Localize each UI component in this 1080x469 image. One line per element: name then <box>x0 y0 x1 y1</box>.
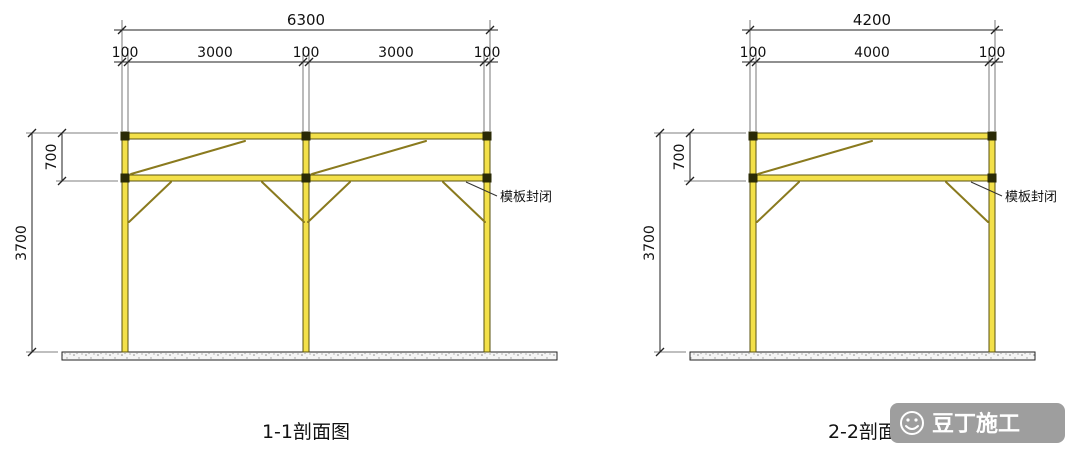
section2-joints <box>748 131 997 183</box>
dim-sub: 3000 <box>197 45 233 61</box>
section-1-1: 6300 100 3000 100 3000 100 3700 <box>14 11 558 443</box>
knee-brace <box>945 181 989 223</box>
ground-slab <box>689 351 1036 361</box>
knee-brace <box>307 181 351 223</box>
watermark-background <box>890 403 1065 443</box>
dim-sub: 100 <box>979 45 1006 61</box>
dim-sub: 100 <box>112 45 139 61</box>
section2-callout: 模板封闭 <box>970 181 1057 205</box>
dim-sub: 100 <box>740 45 767 61</box>
section-2-2: 4200 100 4000 100 3700 700 <box>642 11 1057 443</box>
section2-vertical-dimensions: 3700 700 <box>642 128 746 357</box>
second-beam <box>749 174 996 182</box>
section2-braces <box>756 140 989 223</box>
post <box>749 132 757 353</box>
section1-extension-lines <box>121 20 491 131</box>
callout-label: 模板封闭 <box>1005 190 1057 205</box>
post <box>483 132 491 353</box>
knee-brace <box>128 181 172 223</box>
watermark-text: 豆丁施工 <box>932 411 1020 437</box>
section1-callout: 模板封闭 <box>465 181 552 205</box>
section1-total-dimension: 6300 <box>114 11 498 35</box>
dim-height-right: 3700 <box>642 225 658 261</box>
band-diagonal-brace <box>311 140 427 175</box>
callout-label: 模板封闭 <box>500 190 552 205</box>
dim-sub: 3000 <box>378 45 414 61</box>
knee-brace <box>442 181 486 223</box>
post <box>988 132 996 353</box>
post <box>302 132 310 353</box>
dim-total-right: 4200 <box>853 11 891 29</box>
section1-posts <box>121 132 491 353</box>
dim-band-left: 700 <box>44 144 60 171</box>
dim-total-left: 6300 <box>287 11 325 29</box>
knee-brace <box>261 181 305 223</box>
section1-braces <box>128 140 486 223</box>
ground-slab <box>61 351 558 361</box>
band-diagonal-brace <box>757 140 873 175</box>
doudin-logo-icon <box>900 411 924 435</box>
knee-brace <box>756 181 800 223</box>
dim-band-right: 700 <box>672 144 688 171</box>
watermark: 豆丁施工 <box>890 403 1065 443</box>
section2-extension-lines <box>749 20 996 131</box>
section1-joints <box>120 131 492 183</box>
dim-sub: 4000 <box>854 45 890 61</box>
post <box>121 132 129 353</box>
dim-sub: 100 <box>474 45 501 61</box>
top-beam <box>749 132 996 140</box>
section2-total-dimension: 4200 <box>742 11 1003 35</box>
section1-title: 1-1剖面图 <box>262 421 350 443</box>
section1-sub-dimensions: 100 3000 100 3000 100 <box>112 45 501 67</box>
dim-sub: 100 <box>293 45 320 61</box>
dim-height-left: 3700 <box>14 225 30 261</box>
section1-vertical-dimensions: 3700 700 <box>14 128 118 357</box>
band-diagonal-brace <box>130 140 246 175</box>
section2-sub-dimensions: 100 4000 100 <box>740 45 1006 67</box>
